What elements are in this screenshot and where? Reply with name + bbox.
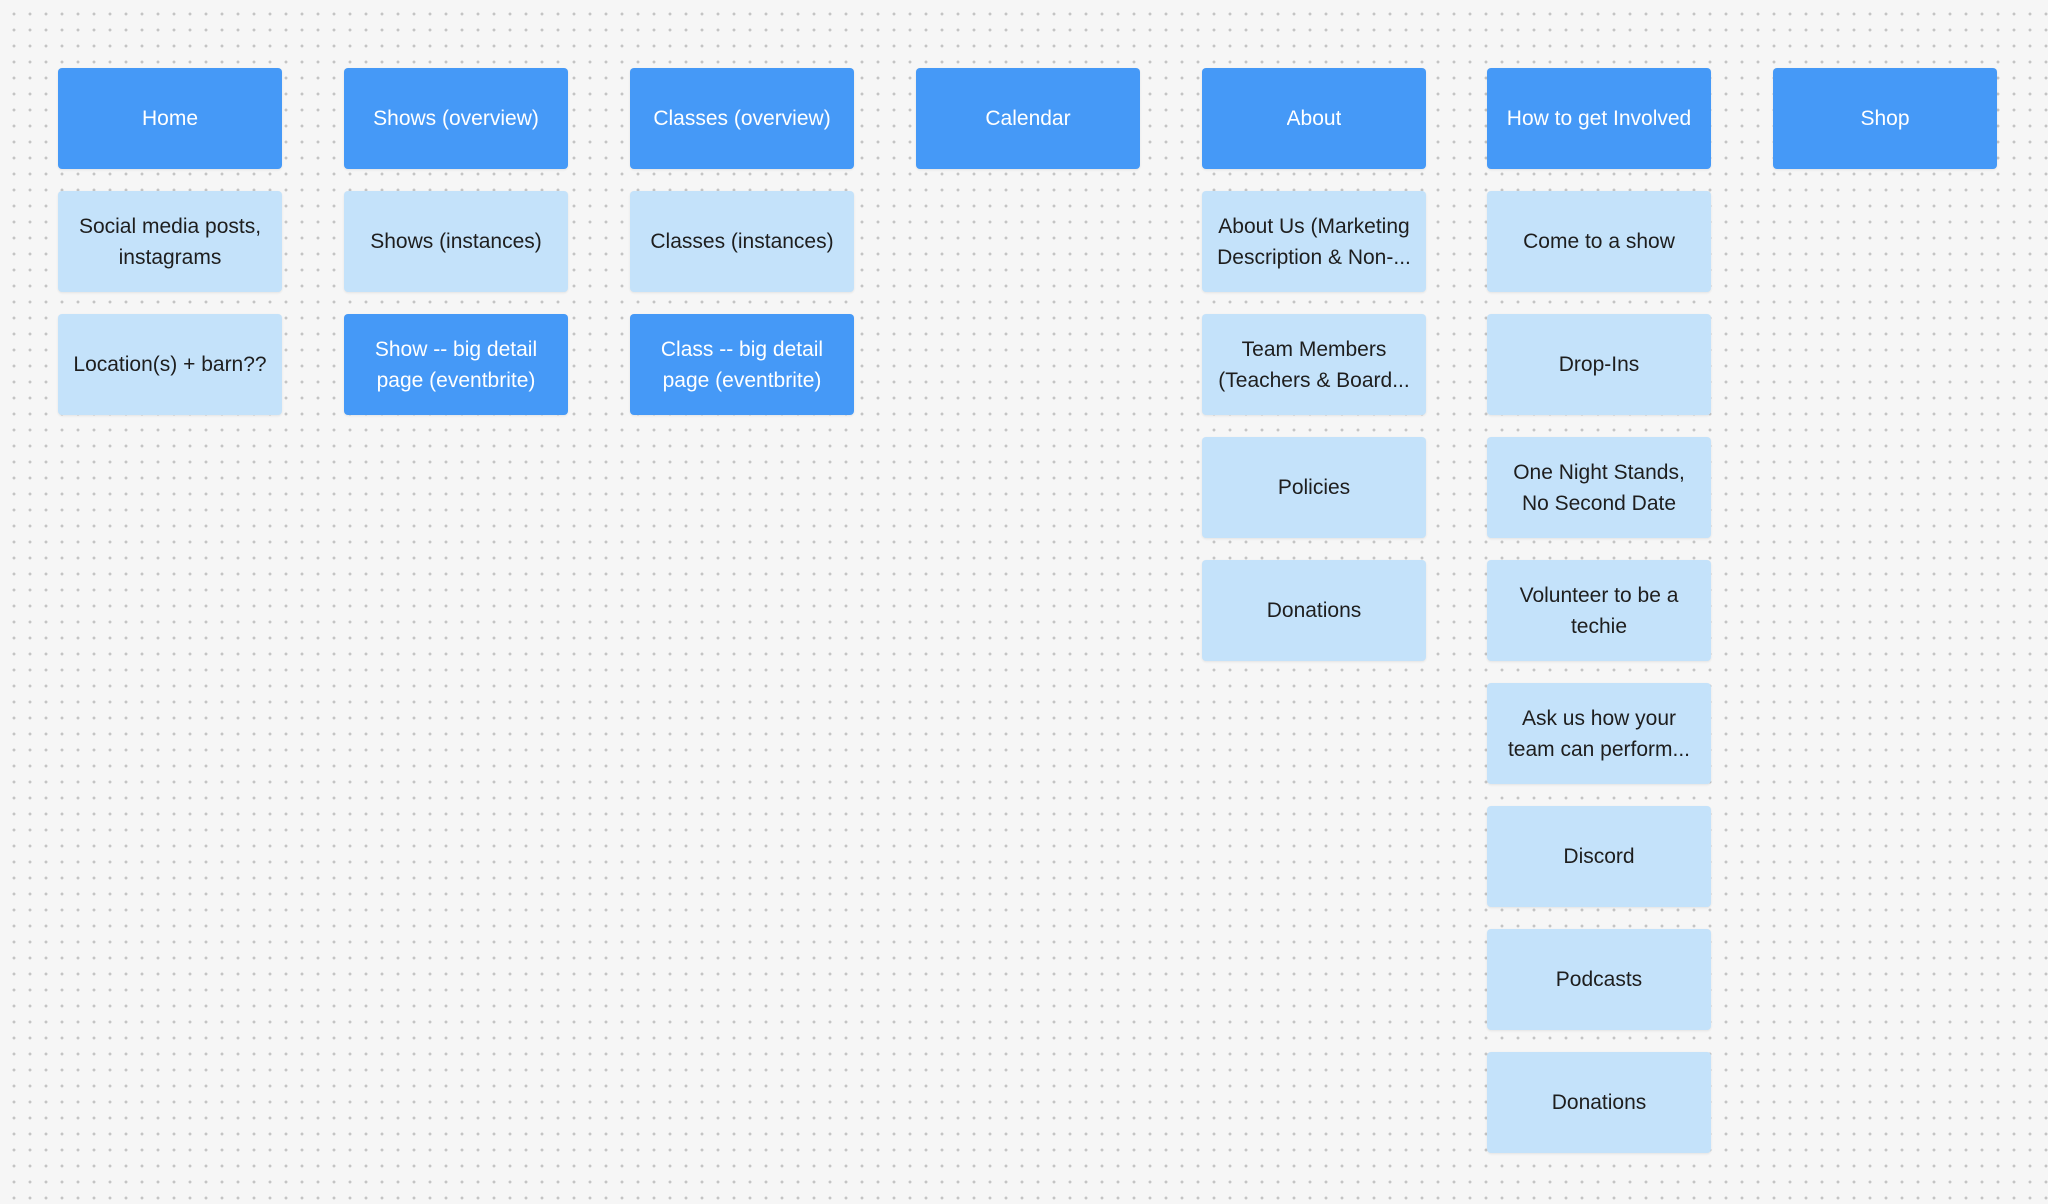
sticky-note[interactable]: One Night Stands, No Second Date xyxy=(1487,437,1711,538)
sticky-note[interactable]: Ask us how your team can perform... xyxy=(1487,683,1711,784)
sticky-note[interactable]: About Us (Marketing Description & Non-..… xyxy=(1202,191,1426,292)
header-card-label: Shop xyxy=(1860,107,1910,130)
sticky-note-label: Donations xyxy=(1266,599,1362,622)
sticky-note[interactable]: Team Members (Teachers & Board... xyxy=(1202,314,1426,415)
sticky-note-highlighted[interactable]: Show -- big detail page (eventbrite) xyxy=(344,314,568,415)
column-get-involved: How to get Involved Come to a show Drop-… xyxy=(1487,68,1711,1175)
header-card-calendar[interactable]: Calendar xyxy=(916,68,1140,169)
sticky-note[interactable]: Classes (instances) xyxy=(630,191,854,292)
sticky-note-label: Social media posts, instagrams xyxy=(78,214,262,269)
header-card-label: Home xyxy=(141,107,199,130)
header-card-label: Classes (overview) xyxy=(653,107,831,130)
sticky-note-label: One Night Stands, No Second Date xyxy=(1513,460,1685,515)
sticky-note-label: Podcasts xyxy=(1555,968,1643,991)
sticky-note-label: About Us (Marketing Description & Non-..… xyxy=(1217,214,1411,269)
sticky-note-label: Location(s) + barn?? xyxy=(73,353,267,376)
sticky-note-label: Shows (instances) xyxy=(370,230,542,253)
header-card-get-involved[interactable]: How to get Involved xyxy=(1487,68,1711,169)
sticky-note[interactable]: Donations xyxy=(1202,560,1426,661)
sticky-note-label: Volunteer to be a techie xyxy=(1519,583,1679,638)
sticky-note[interactable]: Drop-Ins xyxy=(1487,314,1711,415)
sticky-note-label: Discord xyxy=(1563,845,1635,868)
sticky-note[interactable]: Come to a show xyxy=(1487,191,1711,292)
sticky-note-label: Class -- big detail page (eventbrite) xyxy=(660,337,824,392)
column-shop: Shop xyxy=(1773,68,1997,191)
header-card-label: How to get Involved xyxy=(1506,107,1692,130)
sticky-note[interactable]: Location(s) + barn?? xyxy=(58,314,282,415)
column-classes: Classes (overview) Classes (instances) C… xyxy=(630,68,854,437)
header-card-shop[interactable]: Shop xyxy=(1773,68,1997,169)
header-card-home[interactable]: Home xyxy=(58,68,282,169)
sticky-note[interactable]: Podcasts xyxy=(1487,929,1711,1030)
sticky-note-label: Team Members (Teachers & Board... xyxy=(1218,337,1410,392)
sticky-note-label: Show -- big detail page (eventbrite) xyxy=(374,337,538,392)
column-calendar: Calendar xyxy=(916,68,1140,191)
header-card-label: Calendar xyxy=(985,107,1071,130)
sticky-note[interactable]: Discord xyxy=(1487,806,1711,907)
column-home: Home Social media posts, instagrams Loca… xyxy=(58,68,282,437)
sticky-note-label: Ask us how your team can perform... xyxy=(1507,706,1691,761)
header-card-label: About xyxy=(1286,107,1342,130)
column-about: About About Us (Marketing Description & … xyxy=(1202,68,1426,683)
sticky-note-label: Policies xyxy=(1277,476,1351,499)
header-card-label: Shows (overview) xyxy=(373,107,539,130)
column-shows: Shows (overview) Shows (instances) Show … xyxy=(344,68,568,437)
sticky-note[interactable]: Donations xyxy=(1487,1052,1711,1153)
sticky-note[interactable]: Volunteer to be a techie xyxy=(1487,560,1711,661)
sticky-note[interactable]: Policies xyxy=(1202,437,1426,538)
header-card-shows[interactable]: Shows (overview) xyxy=(344,68,568,169)
sticky-note-label: Donations xyxy=(1551,1091,1647,1114)
sticky-note[interactable]: Shows (instances) xyxy=(344,191,568,292)
header-card-about[interactable]: About xyxy=(1202,68,1426,169)
sticky-note-label: Drop-Ins xyxy=(1558,353,1640,376)
sticky-note-label: Come to a show xyxy=(1523,230,1675,253)
sticky-note-label: Classes (instances) xyxy=(650,230,834,253)
sticky-note[interactable]: Social media posts, instagrams xyxy=(58,191,282,292)
header-card-classes[interactable]: Classes (overview) xyxy=(630,68,854,169)
sticky-note-highlighted[interactable]: Class -- big detail page (eventbrite) xyxy=(630,314,854,415)
